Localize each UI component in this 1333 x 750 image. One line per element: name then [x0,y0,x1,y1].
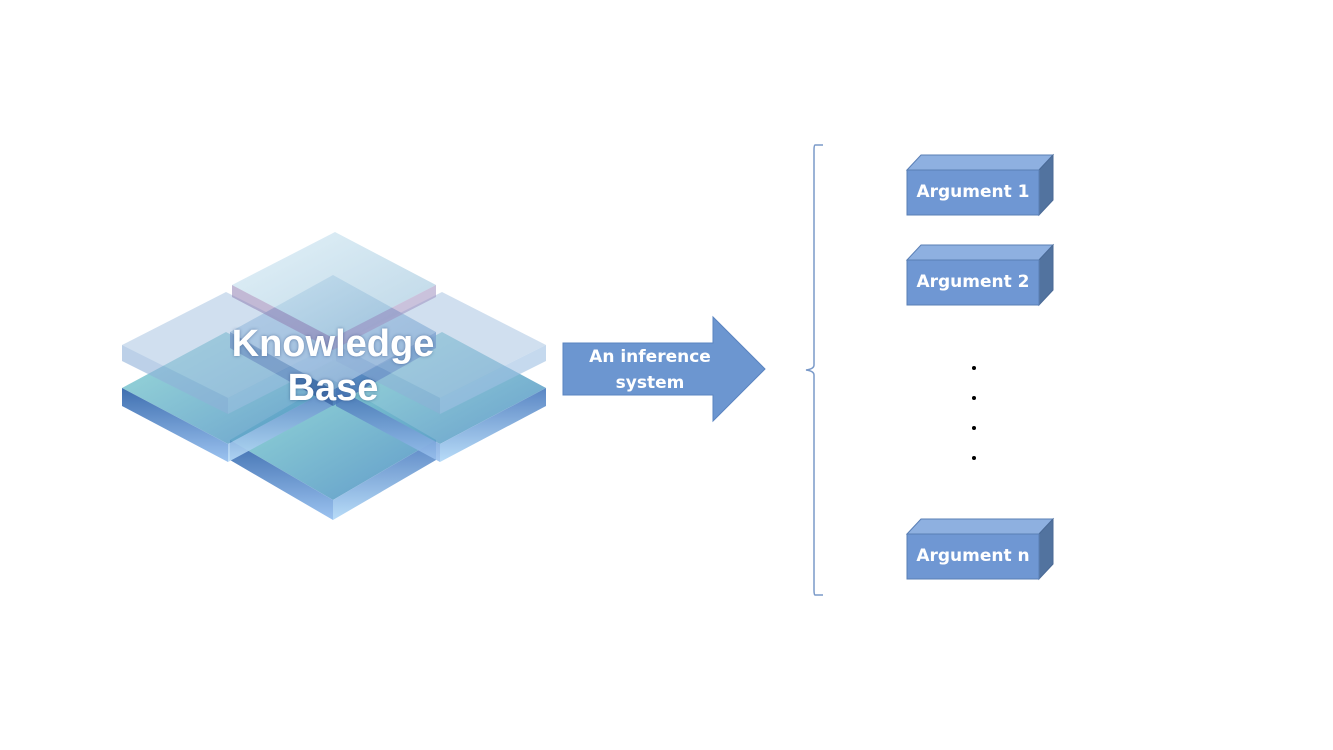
knowledge-base-label-line2: Base [287,367,379,409]
bracket [805,144,823,596]
ellipsis-dot [972,366,976,370]
inference-arrow-label-line1: An inference [589,347,711,367]
argument-box-2 [905,243,1055,307]
ellipsis-dot [972,396,976,400]
argument-n-label: Argument n [916,546,1030,566]
ellipsis-dot [972,426,976,430]
argument-box-n [905,517,1055,581]
inference-arrow-label: An inference system [575,344,725,396]
inference-arrow [562,315,766,423]
ellipsis-dot [972,456,976,460]
argument-2-label: Argument 2 [916,272,1030,292]
knowledge-base-stack [122,232,546,520]
kb-tile-top [232,232,436,350]
argument-box-1 [905,153,1055,217]
knowledge-base-label: Knowledge Base [200,322,466,410]
inference-arrow-label-line2: system [615,373,685,393]
kb-tile-left-upper [122,292,332,414]
argument-1-label: Argument 1 [916,182,1030,202]
kb-tile-right-upper [336,292,546,414]
knowledge-base-label-line1: Knowledge [231,323,435,365]
